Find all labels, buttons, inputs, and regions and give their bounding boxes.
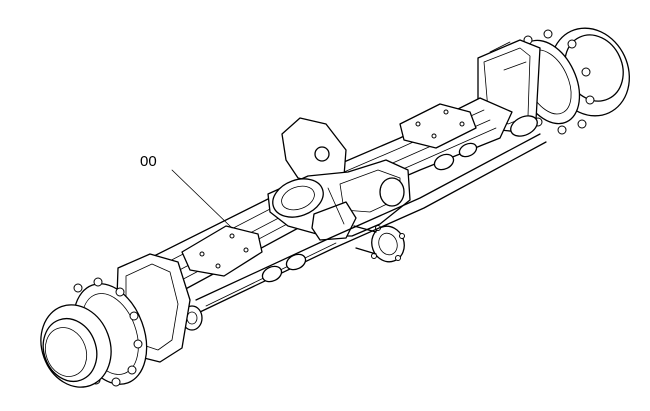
differential-section xyxy=(267,117,411,263)
callout-label: 00 xyxy=(140,153,157,170)
left-wheel-hub xyxy=(40,253,191,388)
callout-leader-line xyxy=(171,169,233,229)
callout-00: 00 xyxy=(140,153,233,229)
right-wheel-hub xyxy=(477,27,630,135)
spring-pad-left xyxy=(181,225,263,277)
